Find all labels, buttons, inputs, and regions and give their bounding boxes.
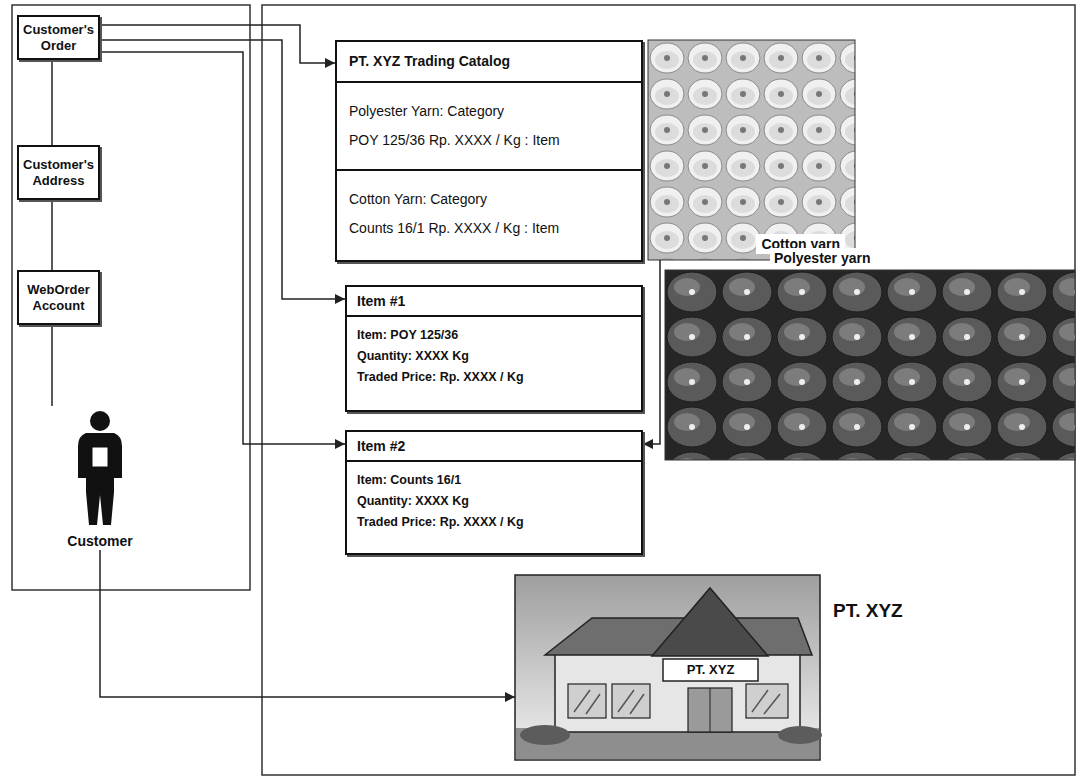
sign-text: PT. XYZ <box>663 659 758 681</box>
flow-arrow <box>643 260 660 444</box>
flow-arrow <box>51 60 53 145</box>
box-text: Counts 16/1 Rp. XXXX / Kg : Item <box>337 214 641 257</box>
polyester-yarn-photo <box>665 270 1075 460</box>
illustration-node: Polyester yarn <box>665 248 1075 460</box>
box-heading: PT. XYZ <box>833 599 915 623</box>
box-text: POY 125/36 Rp. XXXX / Kg : Item <box>337 126 641 169</box>
cotton-yarn-photo <box>648 40 855 260</box>
flow-arrow <box>100 25 335 63</box>
process-box: Item #1Item: POY 125/36Quantity: XXXX Kg… <box>345 285 643 412</box>
box-text: Traded Price: Rp. XXXX / Kg <box>347 512 641 541</box>
box-heading: Customer's Order <box>21 22 96 54</box>
box-text: Quantity: XXXX Kg <box>347 346 641 367</box>
box-text: Polyester Yarn: Category <box>337 83 641 126</box>
company-building <box>515 575 822 760</box>
box-heading: Customer's Address <box>21 157 96 189</box>
flow-arrow <box>100 52 345 444</box>
box-heading: Item #2 <box>347 432 641 462</box>
customer-frame <box>12 5 250 590</box>
box-heading: Customer <box>65 532 134 550</box>
illustration-node: Customer <box>55 400 145 550</box>
box-text: Cotton Yarn: Category <box>337 169 641 214</box>
illustration-node: Cotton yarn <box>648 40 855 260</box>
box-text: Item: Counts 16/1 <box>347 462 641 491</box>
box-text: Quantity: XXXX Kg <box>347 491 641 512</box>
customer-figure <box>78 411 122 525</box>
process-box: PT. XYZ Trading CatalogPolyester Yarn: C… <box>335 40 643 262</box>
flow-arrow <box>51 325 53 406</box>
process-box: Customer's Address <box>17 145 100 200</box>
company-frame <box>262 5 1075 775</box>
process-box: WebOrder Account <box>17 270 100 325</box>
box-heading: Item #1 <box>347 287 641 317</box>
flow-arrow <box>100 550 515 697</box>
process-box: Item #2Item: Counts 16/1Quantity: XXXX K… <box>345 430 643 555</box>
process-box: Customer's Order <box>17 15 100 60</box>
box-heading: Polyester yarn <box>770 248 875 268</box>
box-heading: WebOrder Account <box>21 282 96 314</box>
box-text: Item: POY 125/36 <box>347 317 641 346</box>
flow-arrow <box>100 40 345 299</box>
box-heading: PT. XYZ Trading Catalog <box>337 42 641 83</box>
box-text: Traded Price: Rp. XXXX / Kg <box>347 367 641 396</box>
flow-arrow <box>51 200 53 270</box>
